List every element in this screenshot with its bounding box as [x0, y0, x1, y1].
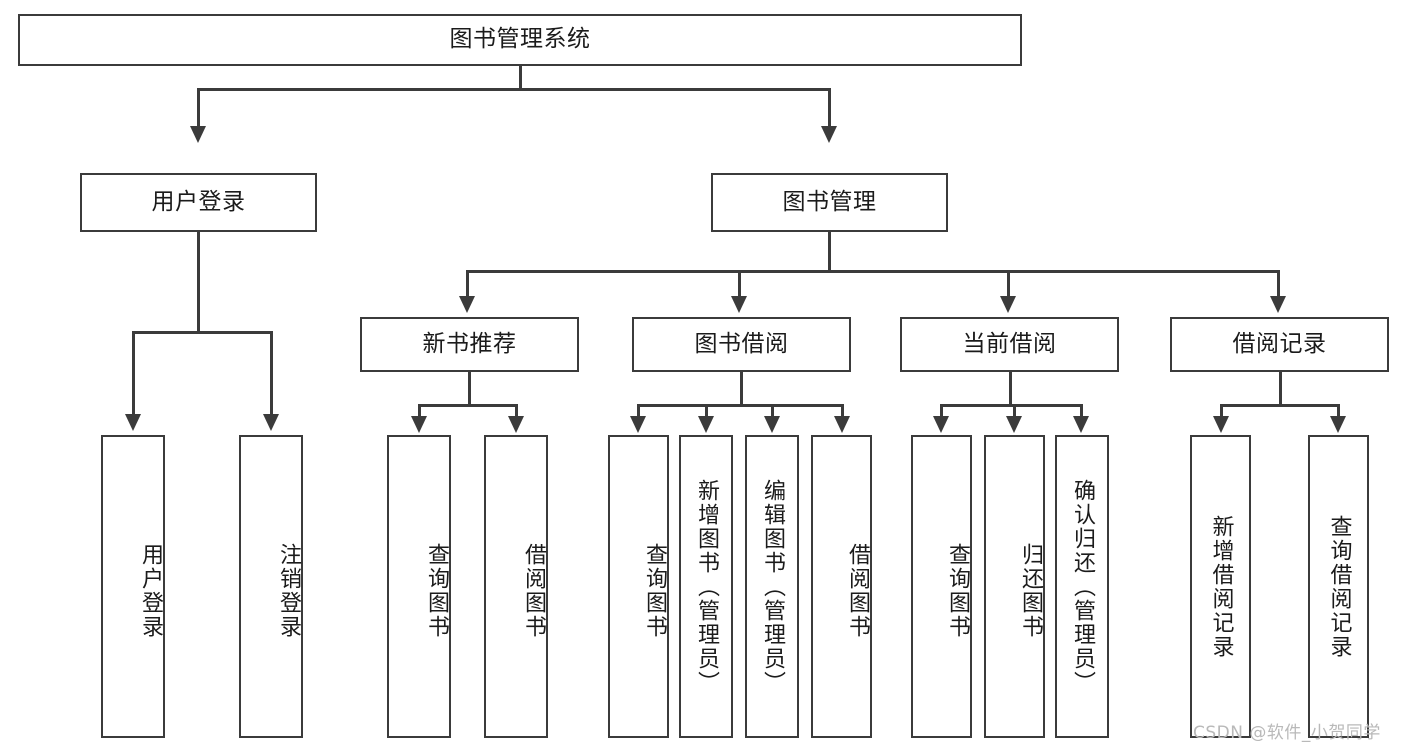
connector-bookmgmt-c1 [466, 270, 469, 298]
connector-bookmgmt-bar [466, 270, 1280, 273]
connector-borrow-stem [740, 372, 743, 406]
leaf-confirm-return-admin[interactable]: 确认归还（管理员） [1055, 435, 1109, 738]
arrow-newbooks-to-borrow [508, 416, 524, 433]
connector-borrow-l1 [637, 404, 640, 418]
node-new-book-recommend[interactable]: 新书推荐 [360, 317, 579, 372]
connector-login-left [132, 331, 135, 416]
node-borrow-records-label: 借阅记录 [1232, 330, 1327, 357]
leaf-edit-book-admin[interactable]: 编辑图书（管理员） [745, 435, 799, 738]
leaf-return-book-label: 归还图书 [1018, 542, 1043, 639]
arrow-bookmgmt-to-current [1000, 296, 1016, 313]
arrow-bookmgmt-to-borrow [731, 296, 747, 313]
node-book-borrow-label: 图书借阅 [694, 330, 789, 357]
arrow-login-to-user-login [125, 414, 141, 431]
leaf-confirm-return-admin-label: 确认归还（管理员） [1069, 478, 1095, 695]
connector-login-bar [133, 331, 273, 334]
leaf-logout-label: 注销登录 [276, 542, 301, 639]
leaf-lend-book-label: 借阅图书 [845, 542, 870, 639]
leaf-user-login[interactable]: 用户登录 [101, 435, 165, 738]
connector-bookmgmt-stem [828, 232, 831, 272]
arrow-records-to-add [1213, 416, 1229, 433]
arrow-login-to-logout [263, 414, 279, 431]
node-book-management[interactable]: 图书管理 [711, 173, 948, 232]
arrow-borrow-to-query [630, 416, 646, 433]
node-user-login-label: 用户登录 [151, 188, 246, 215]
arrow-bookmgmt-to-newbooks [459, 296, 475, 313]
leaf-return-book[interactable]: 归还图书 [984, 435, 1045, 738]
connector-root-bar [198, 88, 830, 91]
leaf-query-borrow-record-label: 查询借阅记录 [1326, 514, 1352, 659]
arrow-borrow-to-lend [834, 416, 850, 433]
leaf-add-borrow-record-label: 新增借阅记录 [1208, 514, 1234, 659]
leaf-user-login-label: 用户登录 [138, 542, 163, 639]
leaf-borrow-books-newbooks-label: 借阅图书 [521, 542, 546, 639]
connector-borrow-bar [637, 404, 844, 407]
arrow-current-to-confirm [1073, 416, 1089, 433]
connector-current-bar [940, 404, 1082, 407]
connector-records-bar [1220, 404, 1340, 407]
arrow-root-to-bookmgmt [821, 126, 837, 143]
leaf-logout[interactable]: 注销登录 [239, 435, 303, 738]
connector-bookmgmt-c2 [738, 270, 741, 298]
arrow-current-to-query [933, 416, 949, 433]
arrow-newbooks-to-query [411, 416, 427, 433]
node-current-borrow[interactable]: 当前借阅 [900, 317, 1119, 372]
leaf-edit-book-admin-label: 编辑图书（管理员） [759, 478, 785, 695]
connector-borrow-l4 [841, 404, 844, 418]
node-book-management-label: 图书管理 [782, 188, 877, 215]
connector-records-l1 [1220, 404, 1223, 418]
leaf-add-book-admin-label: 新增图书（管理员） [693, 478, 719, 695]
connector-login-stem [197, 232, 200, 333]
leaf-query-books-current[interactable]: 查询图书 [911, 435, 972, 738]
leaf-query-books-borrow-label: 查询图书 [642, 542, 667, 639]
node-current-borrow-label: 当前借阅 [962, 330, 1057, 357]
leaf-query-books-borrow[interactable]: 查询图书 [608, 435, 669, 738]
leaf-query-books-current-label: 查询图书 [945, 542, 970, 639]
connector-current-stem [1009, 372, 1012, 406]
arrow-records-to-query [1330, 416, 1346, 433]
connector-current-l3 [1080, 404, 1083, 418]
connector-records-l2 [1337, 404, 1340, 418]
leaf-lend-book[interactable]: 借阅图书 [811, 435, 872, 738]
connector-records-stem [1279, 372, 1282, 406]
connector-current-l2 [1013, 404, 1016, 418]
leaf-query-books-newbooks[interactable]: 查询图书 [387, 435, 451, 738]
arrow-root-to-login [190, 126, 206, 143]
arrow-borrow-to-add [698, 416, 714, 433]
node-root-label: 图书管理系统 [449, 26, 591, 53]
node-borrow-records[interactable]: 借阅记录 [1170, 317, 1389, 372]
node-new-book-recommend-label: 新书推荐 [422, 330, 517, 357]
connector-newbooks-l2 [515, 404, 518, 418]
leaf-add-borrow-record[interactable]: 新增借阅记录 [1190, 435, 1251, 738]
connector-root-stem [519, 66, 522, 90]
arrow-current-to-return [1006, 416, 1022, 433]
csdn-watermark: CSDN @软件_小贺同学 [1193, 723, 1381, 743]
connector-borrow-l2 [705, 404, 708, 418]
leaf-borrow-books-newbooks[interactable]: 借阅图书 [484, 435, 548, 738]
connector-newbooks-l1 [418, 404, 421, 418]
connector-root-to-login [197, 88, 200, 128]
connector-bookmgmt-c3 [1007, 270, 1010, 298]
connector-root-to-bookmgmt [828, 88, 831, 128]
leaf-query-books-newbooks-label: 查询图书 [424, 542, 449, 639]
leaf-query-borrow-record[interactable]: 查询借阅记录 [1308, 435, 1369, 738]
arrow-borrow-to-edit [764, 416, 780, 433]
connector-newbooks-stem [468, 372, 471, 406]
leaf-add-book-admin[interactable]: 新增图书（管理员） [679, 435, 733, 738]
connector-bookmgmt-c4 [1277, 270, 1280, 298]
node-book-borrow[interactable]: 图书借阅 [632, 317, 851, 372]
connector-newbooks-bar [418, 404, 518, 407]
connector-current-l1 [940, 404, 943, 418]
arrow-bookmgmt-to-records [1270, 296, 1286, 313]
connector-borrow-l3 [771, 404, 774, 418]
connector-login-right [270, 331, 273, 416]
node-user-login[interactable]: 用户登录 [80, 173, 317, 232]
node-root[interactable]: 图书管理系统 [18, 14, 1022, 66]
